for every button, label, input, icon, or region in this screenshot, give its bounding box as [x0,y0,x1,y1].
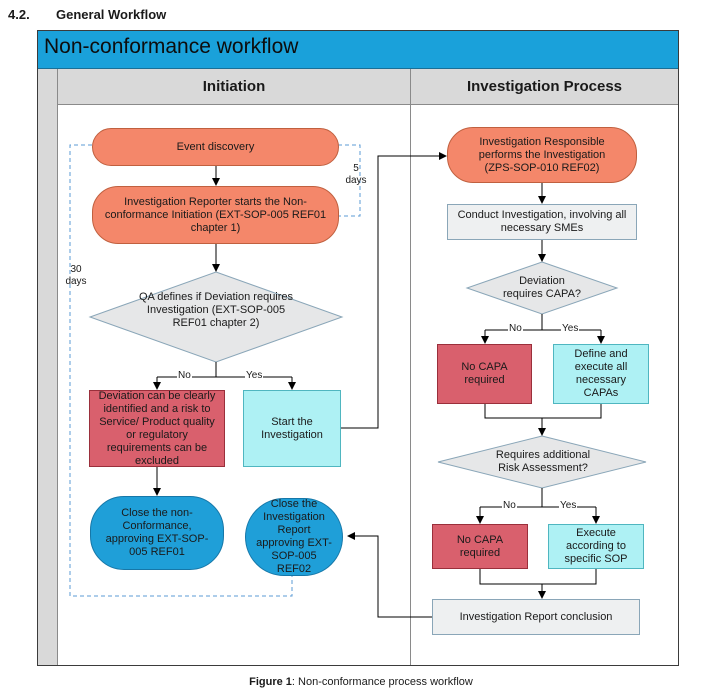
risk-yes-label: Yes [559,500,578,512]
risk-no-label: No [502,500,517,512]
qa-no-label: No [177,370,192,382]
diagram-title-bar [38,31,678,69]
five-days-bracket [338,144,361,217]
arrow-report-to-close [347,532,432,618]
close-nonconformance-node: Close the non-Conformance, approving EXT… [90,496,224,570]
section-number: 4.2. [8,7,30,22]
figure-caption: Figure 1: Non-conformance process workfl… [0,676,722,688]
capa-yes-label: Yes [561,323,580,335]
line-risk-merge [479,569,597,585]
line-capa-merge [484,404,602,419]
report-conclusion-node: Investigation Report conclusion [432,599,640,635]
conduct-investigation-node: Conduct Investigation, involving all nec… [447,204,637,240]
caption-text: : Non-conformance process workflow [291,676,473,688]
define-capas-node: Define and execute all necessary CAPAs [553,344,649,404]
close-investigation-node: Close the Investigation Report approving… [245,498,343,576]
section-title: General Workflow [56,7,167,22]
thirty-days-label: 30 days [65,264,87,287]
requires-risk-label: Requires additional Risk Assessment? [495,449,591,474]
event-discovery-node: Event discovery [92,128,339,166]
qa-decision-label: QA defines if Deviation requires Investi… [138,291,294,329]
no-capa-1-node: No CAPA required [437,344,532,404]
diagram-title: Non-conformance workflow [44,35,299,58]
lane-header-initiation: Initiation [58,69,410,105]
thirty-days-bracket [69,144,293,597]
execute-sop-node: Execute according to specific SOP [548,524,644,569]
capa-no-label: No [508,323,523,335]
requires-capa-label: Deviation requires CAPA? [502,275,582,300]
lane-header-investigation: Investigation Process [411,69,678,105]
caption-prefix: Figure 1 [249,676,292,688]
no-capa-2-node: No CAPA required [432,524,528,569]
pool-side-strip [38,69,58,665]
start-investigation-node: Start the Investigation [243,390,341,467]
qa-yes-label: Yes [245,370,264,382]
five-days-label: 5 days [345,163,367,186]
arrow-start-to-investigation [341,152,447,429]
responsible-performs-node: Investigation Responsible performs the I… [447,127,637,183]
lane-divider [410,69,411,665]
deviation-excluded-node: Deviation can be clearly identified and … [89,390,225,467]
reporter-initiation-node: Investigation Reporter starts the Non-co… [92,186,339,244]
